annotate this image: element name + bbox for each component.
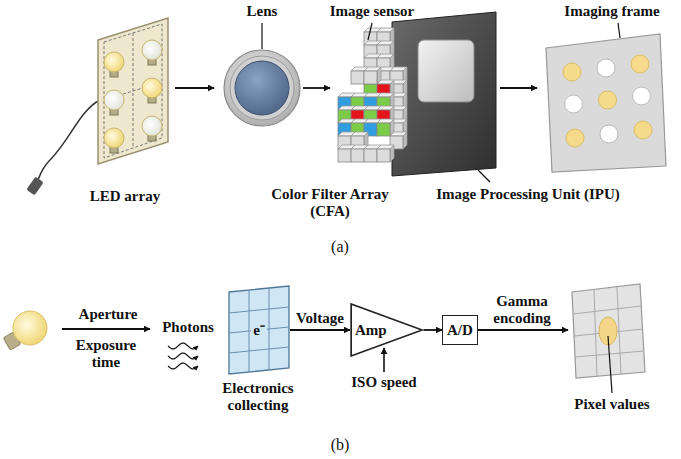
panel-label: (b): [315, 436, 365, 454]
drawn-polygon: [377, 67, 381, 84]
drawn-polygon: [229, 286, 289, 374]
ipu-chip: [392, 12, 496, 176]
drawn-rect: [364, 149, 377, 162]
drawn-polygon: [392, 12, 496, 176]
drawn-path: [168, 353, 198, 359]
drawn-polygon: [390, 119, 394, 136]
drawn-line: [617, 287, 621, 374]
drawn-polygon: [572, 284, 645, 378]
drawn-circle: [224, 50, 300, 126]
leader-line: [261, 23, 262, 49]
part-label: Image Processing Unit (IPU): [436, 186, 621, 203]
drawn-rect: [418, 40, 474, 102]
drawn-circle: [597, 59, 615, 77]
drawn-polygon: [403, 132, 407, 149]
imaging-frame: [546, 34, 666, 172]
lens: [224, 50, 300, 126]
drawn-circle: [566, 129, 584, 147]
part-label: Photons: [148, 319, 228, 336]
drawn-circle: [104, 52, 124, 72]
image-sensor-cells: [338, 28, 407, 162]
drawn-rect: [351, 71, 364, 84]
part-label: Imaging frame: [547, 3, 677, 20]
drawn-circle: [600, 125, 618, 143]
drawn-circle: [563, 63, 581, 81]
leader-line: [618, 23, 620, 38]
drawn-rect: [26, 177, 43, 196]
panel-label: (a): [315, 238, 365, 256]
drawn-rect: [377, 123, 390, 136]
converter-box: A/D: [442, 315, 478, 345]
leader-line: [368, 23, 372, 40]
drawn-rect: [377, 149, 390, 162]
light-bulb: [3, 311, 47, 350]
drawn-line: [573, 306, 641, 314]
drawn-polygon: [390, 145, 394, 162]
node-text: A/D: [447, 322, 473, 339]
drawn-line: [383, 348, 385, 372]
drawn-path: [38, 100, 100, 180]
drawn-circle: [235, 61, 289, 115]
drawn-path: [168, 343, 198, 349]
part-label: LED array: [65, 188, 185, 205]
drawn-circle: [633, 87, 651, 105]
drawn-polygon: [351, 304, 422, 356]
sensor-grid: e⁻: [228, 285, 290, 375]
drawn-circle: [142, 40, 162, 60]
drawn-line: [594, 290, 597, 376]
drawn-path: [168, 363, 198, 369]
drawn-circle: [142, 78, 162, 98]
drawn-circle: [142, 116, 162, 136]
led-array: [26, 18, 168, 195]
drawn-line: [500, 87, 537, 89]
part-label: Lens: [232, 3, 292, 20]
drawn-circle: [104, 90, 124, 110]
amplifier-triangle: Amp: [350, 303, 423, 357]
drawn-polygon: [104, 24, 162, 158]
part-label: Electronics collecting: [203, 380, 313, 415]
drawn-circle: [13, 311, 47, 345]
signal-arrow: [423, 329, 442, 331]
photon-waves: [168, 343, 198, 369]
drawn-line: [303, 87, 330, 89]
part-label: Aperture: [58, 306, 158, 323]
drawn-circle: [230, 56, 294, 120]
part-label: Exposure time: [61, 337, 151, 372]
edge-label: Voltage: [294, 310, 346, 327]
drawn-rect: [338, 149, 351, 162]
drawn-rect: [364, 71, 377, 84]
drawn-line: [229, 307, 289, 313]
drawn-rect: [351, 149, 364, 162]
drawn-circle: [104, 128, 124, 148]
frame-dots: [563, 55, 652, 147]
drawn-line: [62, 328, 150, 330]
drawn-polygon: [546, 34, 666, 172]
leader-line: [478, 170, 490, 182]
drawn-circle: [565, 95, 583, 113]
part-label: Image sensor: [312, 3, 432, 20]
drawn-line: [478, 329, 568, 331]
drawn-line: [175, 87, 214, 89]
part-label: ISO speed: [334, 374, 434, 391]
pixel-frame: [572, 284, 645, 378]
drawn-circle: [599, 91, 617, 109]
signal-arrow: [290, 329, 350, 331]
node-text: Amp: [355, 322, 387, 339]
drawn-line: [229, 347, 289, 353]
part-label: Color Filter Array (CFA): [255, 186, 405, 221]
led-bulbs: [104, 40, 162, 153]
part-label: Gamma encoding: [482, 293, 562, 328]
drawn-circle: [634, 121, 652, 139]
part-label: Pixel values: [557, 396, 667, 413]
drawn-circle: [631, 55, 649, 73]
drawn-polygon: [98, 18, 168, 164]
node-text: e⁻: [251, 322, 267, 339]
leader-line: [608, 336, 612, 393]
